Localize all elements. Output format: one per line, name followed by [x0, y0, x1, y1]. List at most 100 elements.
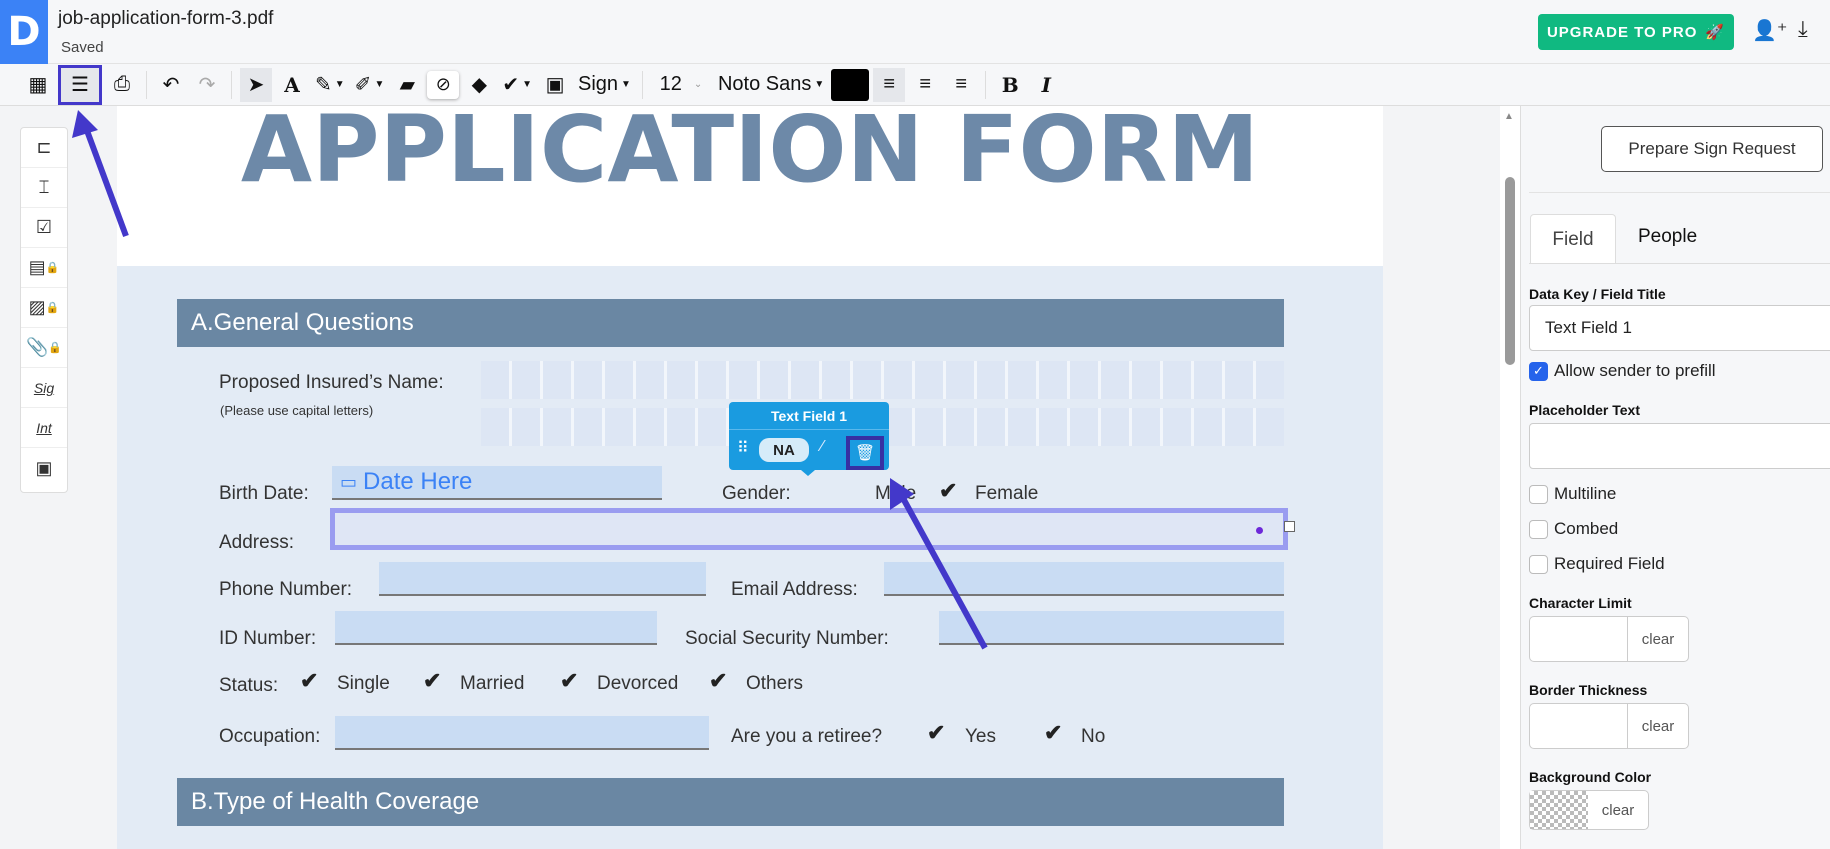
scrollbar-thumb[interactable] [1505, 177, 1515, 365]
select-pointer-icon[interactable]: ➤ [240, 67, 272, 102]
initials-tool-icon[interactable]: Int [21, 408, 67, 448]
font-size-select[interactable]: 12⌄ [659, 73, 703, 95]
others-checkbox[interactable]: ✔ [709, 668, 728, 693]
divorced-label: Devorced [597, 673, 679, 694]
sign-label: Sign [578, 73, 619, 95]
pen-icon[interactable]: ✎▼ [315, 74, 345, 96]
app-logo[interactable]: D [0, 0, 48, 64]
checkmark-icon[interactable]: ✔▼ [502, 74, 533, 96]
align-left-icon[interactable]: ≡ [873, 67, 906, 102]
redo-icon[interactable]: ↷ [198, 74, 216, 96]
ssn-field[interactable] [939, 611, 1284, 645]
drag-handle-icon[interactable]: ⠿ [737, 440, 749, 457]
allow-prefill-row[interactable]: ✓ Allow sender to prefill [1529, 361, 1716, 381]
married-checkbox[interactable]: ✔ [423, 668, 442, 693]
yes-checkbox[interactable]: ✔ [927, 720, 946, 745]
text-color-swatch[interactable] [831, 68, 870, 101]
retiree-label: Are you a retiree? [731, 726, 883, 747]
char-limit-input[interactable] [1530, 617, 1628, 661]
tab-field[interactable]: Field [1530, 214, 1616, 264]
background-color-clear-button[interactable]: clear [1601, 801, 1635, 819]
address-text-field-selected[interactable] [330, 508, 1295, 550]
required-label: Required Field [1554, 554, 1665, 573]
placeholder-text-input[interactable] [1529, 423, 1830, 469]
text-field-tool-icon[interactable]: ⊏ [21, 128, 67, 168]
allow-prefill-checkbox[interactable]: ✓ [1529, 361, 1548, 381]
occupation-field[interactable] [335, 716, 709, 750]
single-checkbox[interactable]: ✔ [300, 668, 319, 693]
upgrade-label: UPGRADE TO PRO [1546, 23, 1698, 41]
resize-handle[interactable] [1284, 521, 1295, 532]
image-icon[interactable]: ▣ [545, 74, 565, 96]
date-tool-icon[interactable]: ▣ [35, 457, 53, 478]
comment-icon[interactable]: ▰ [399, 74, 416, 96]
multiline-row[interactable]: Multiline [1529, 484, 1616, 504]
scroll-up-icon[interactable]: ▲ [1504, 111, 1514, 122]
download-icon[interactable]: ⤓ [1798, 16, 1808, 41]
prepare-sign-request-button[interactable]: Prepare Sign Request [1601, 126, 1823, 172]
date-field[interactable]: ▭Date Here [332, 466, 662, 500]
combed-row[interactable]: Combed [1529, 519, 1618, 539]
image-tool-locked-icon[interactable]: ▨🔒 [21, 288, 67, 328]
undo-icon[interactable]: ↶ [162, 74, 180, 96]
divider [1529, 192, 1830, 193]
align-right-icon[interactable]: ≡ [955, 73, 968, 95]
status-label: Status: [219, 675, 279, 696]
phone-field[interactable] [379, 562, 706, 596]
font-family-select[interactable]: Noto Sans▼ [717, 73, 825, 95]
multiline-checkbox[interactable] [1529, 484, 1548, 504]
align-center-icon[interactable]: ≡ [919, 73, 932, 95]
sign-dropdown[interactable]: Sign▼ [578, 73, 631, 95]
divorced-checkbox[interactable]: ✔ [560, 668, 579, 693]
highlighter-icon[interactable]: ✐▼ [354, 74, 385, 96]
attachment-tool-locked-icon[interactable]: 📎🔒 [21, 328, 67, 368]
eraser-icon[interactable]: ◆ [471, 74, 488, 96]
add-user-icon[interactable]: 👤⁺ [1752, 20, 1788, 42]
female-checkbox[interactable]: ✔ [939, 478, 958, 503]
data-key-input[interactable]: Text Field 1 [1529, 305, 1830, 351]
delete-icon[interactable]: 🗑 [846, 436, 884, 470]
gender-label: Gender: [722, 483, 791, 504]
required-checkbox[interactable] [1529, 554, 1548, 574]
form-list-icon[interactable]: ☰ [58, 64, 102, 105]
file-name[interactable]: job-application-form-3.pdf [58, 8, 274, 29]
dropdown-tool-locked-icon[interactable]: ▤🔒 [21, 248, 67, 288]
border-thickness-input[interactable] [1530, 704, 1628, 748]
print-icon[interactable]: ⎙ [114, 73, 130, 95]
male-label: Male [875, 483, 917, 504]
bold-icon[interactable]: B [1001, 72, 1019, 97]
na-badge[interactable]: NA [759, 438, 809, 462]
name-comb-field-1[interactable] [481, 361, 1284, 399]
text-box-tool-icon[interactable]: ⌶ [21, 168, 67, 208]
popup-title: Text Field 1 [729, 402, 889, 430]
text-tool-icon[interactable]: A [284, 72, 300, 97]
tab-people[interactable]: People [1638, 226, 1698, 247]
no-checkbox[interactable]: ✔ [1044, 720, 1063, 745]
date-placeholder: Date Here [363, 468, 473, 495]
italic-icon[interactable]: I [1041, 72, 1051, 97]
field-popup: Text Field 1 ⠿ NA ⁄ 🗑 [729, 402, 889, 476]
occupation-label: Occupation: [219, 726, 321, 747]
email-label: Email Address: [731, 579, 858, 600]
id-field[interactable] [335, 611, 657, 645]
combed-checkbox[interactable] [1529, 519, 1548, 539]
name-label: Proposed Insured’s Name: [219, 372, 444, 393]
border-thickness-clear-button[interactable]: clear [1641, 717, 1675, 735]
allow-prefill-label: Allow sender to prefill [1554, 361, 1716, 380]
others-label: Others [746, 673, 804, 694]
background-color-swatch[interactable] [1530, 791, 1588, 829]
scrollbar[interactable]: ▲ [1500, 105, 1520, 849]
email-field[interactable] [884, 562, 1284, 596]
page-title: APPLICATION FORM [240, 96, 1260, 203]
checkbox-tool-icon[interactable]: ☑ [21, 208, 67, 248]
required-row[interactable]: Required Field [1529, 554, 1665, 574]
char-limit-clear-button[interactable]: clear [1641, 630, 1675, 648]
grid-icon[interactable]: ▦ [28, 74, 48, 96]
divider [985, 70, 987, 99]
signature-tool-icon[interactable]: Sig [21, 368, 67, 408]
toolbar: ▦ ☰ ⎙ ↶ ↷ ➤ A ✎▼ ✐▼ ▰ ⊘ ◆ ✔▼ ▣ Sign▼ 12⌄… [0, 64, 1830, 106]
upgrade-button[interactable]: UPGRADE TO PRO🚀 [1538, 14, 1734, 50]
char-limit-group: clear [1529, 616, 1689, 662]
magic-wand-icon[interactable]: ⁄ [821, 438, 824, 455]
font-family-value: Noto Sans [717, 73, 812, 95]
